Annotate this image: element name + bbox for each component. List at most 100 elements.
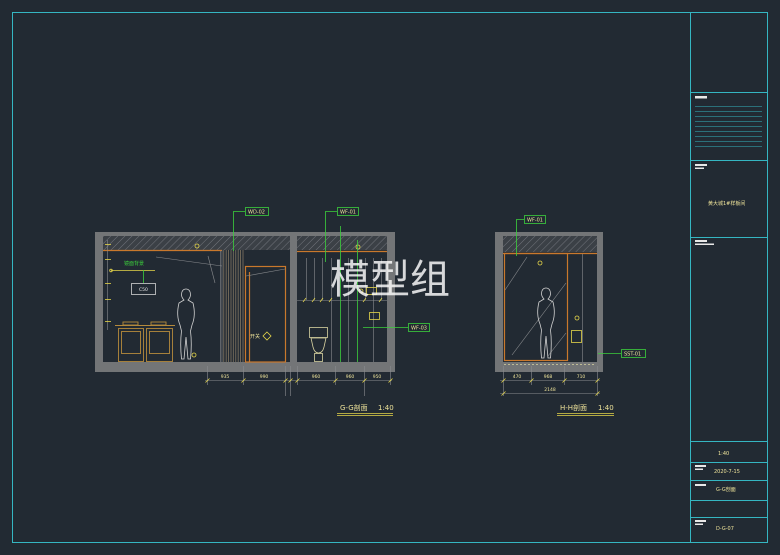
- ceiling-hatch: [103, 236, 387, 250]
- section-g-g-title: G-G剖面: [340, 403, 368, 412]
- dimension-tick: [241, 378, 246, 383]
- title-block-label-mark: [695, 240, 707, 242]
- material-tag: [524, 215, 546, 224]
- vanity-cabinet: [118, 328, 144, 362]
- shelf-dim-tick: [328, 297, 333, 303]
- leader-dot: [109, 268, 113, 273]
- mirror-code: C50: [139, 287, 148, 293]
- dimension-tick: [529, 378, 534, 383]
- basin: [122, 321, 139, 326]
- towel-rack: [571, 330, 582, 343]
- dimension-tick: [595, 378, 600, 383]
- door-head-line: [245, 268, 286, 277]
- mirror-frame: [503, 252, 569, 362]
- tag-leader: [516, 219, 524, 256]
- title-block-date: 2020-7-15: [714, 469, 740, 475]
- dimension-tick: [501, 391, 506, 396]
- dimension-value: 710: [577, 374, 586, 380]
- dimension-tick: [333, 378, 338, 383]
- material-tag: [621, 349, 646, 358]
- dimension-value: 968: [544, 374, 553, 380]
- toilet-bowl: [310, 337, 327, 354]
- title-block-label-mark: [695, 167, 704, 169]
- cove-light-line: [207, 255, 216, 284]
- dimension-total: 2148: [544, 387, 556, 393]
- human-scale-figure: [537, 287, 555, 359]
- title-block-drawing-number: D-G-07: [716, 526, 734, 532]
- section-h-h-title: H-H剖面: [560, 403, 587, 412]
- section-h-h-interior: [503, 236, 597, 362]
- mirror-note: 镜面背景: [124, 260, 144, 267]
- tag-wf-03: WF-03: [411, 326, 427, 332]
- shelf-dim-tick: [302, 297, 307, 303]
- dimension-value: 960: [346, 374, 355, 380]
- dimension-value: 935: [221, 374, 230, 380]
- tag-sst-01: SST-01: [624, 352, 641, 358]
- dimension-tick: [501, 378, 506, 383]
- dimension-value: 950: [373, 374, 382, 380]
- dimension-tick: [288, 378, 293, 383]
- material-tag: [245, 207, 269, 216]
- tag-wf-01: WF-01: [527, 218, 543, 224]
- dimension-tick: [388, 378, 393, 383]
- material-tag: [337, 207, 359, 216]
- shelf-dim-tick: [378, 297, 383, 303]
- glass-reflection-line: [511, 282, 567, 356]
- title-block-label-mark: [695, 465, 706, 467]
- dimension-tick: [362, 378, 367, 383]
- wood-slat-wall: [222, 250, 244, 362]
- dimension-value: 960: [312, 374, 321, 380]
- fixture-box: [366, 287, 377, 295]
- title-block-label-mark: [695, 520, 706, 522]
- tag-leader: [325, 211, 337, 262]
- dimension-tick: [283, 378, 288, 383]
- fixture-icon: [358, 288, 364, 294]
- project-name: 黄大城1#样板间: [708, 200, 745, 207]
- toilet-base: [314, 353, 323, 362]
- title-block: 黄大城1#样板间 1:40 2020-7-15 G-G剖面 D-G-07: [690, 12, 768, 543]
- dimension-value: 470: [513, 374, 522, 380]
- dimension-tick: [562, 378, 567, 383]
- title-block-label-mark: [695, 164, 707, 166]
- section-g-g-scale: 1:40: [378, 404, 394, 412]
- toilet-tank: [309, 327, 328, 338]
- title-block-label-mark: [695, 96, 707, 99]
- sheet-border: [12, 12, 768, 543]
- section-h-h-scale: 1:40: [598, 404, 614, 412]
- floor-outlet-icon: [191, 352, 197, 358]
- vanity-door: [149, 331, 170, 354]
- dimension-value: 990: [260, 374, 269, 380]
- title-block-label-mark: [695, 243, 714, 245]
- cove-light-line: [155, 256, 223, 267]
- dimension-tick: [205, 378, 210, 383]
- ceiling-hatch: [503, 236, 597, 252]
- door-frame: [244, 265, 287, 363]
- glass-reflection-line: [504, 256, 528, 291]
- material-tag: [408, 323, 430, 332]
- basin: [150, 321, 167, 326]
- lamp-icon: [537, 260, 543, 266]
- switch-symbol-icon: [262, 331, 272, 341]
- shelf-dim-tick: [362, 297, 367, 303]
- human-scale-figure: [177, 288, 195, 360]
- fixture-icon: [574, 315, 580, 321]
- title-block-label-mark: [695, 523, 703, 525]
- shelf-dim-tick: [319, 297, 324, 303]
- title-block-label-mark: [695, 468, 703, 470]
- tag-wd-02: WD-02: [248, 210, 265, 216]
- partition-wall: [290, 236, 297, 362]
- section-g-g: 镜面背景 C50 开关: [95, 207, 430, 416]
- tag-wf-01: WF-01: [340, 210, 356, 216]
- lamp-icon: [194, 243, 200, 249]
- title-block-drawing-name: G-G剖面: [716, 486, 736, 493]
- title-block-scale: 1:40: [718, 451, 729, 457]
- switch-note: 开关: [250, 333, 260, 340]
- shelf-dim-tick: [311, 297, 316, 303]
- tag-leader: [233, 211, 245, 251]
- fixture-box: [369, 312, 380, 320]
- vanity-cabinet: [146, 328, 173, 362]
- watermark: 模型组: [330, 257, 450, 303]
- section-h-h: WF-01 SST-01 470 968 710 2148 H-H剖面 1:40: [495, 215, 646, 416]
- dimension-tick: [295, 378, 300, 383]
